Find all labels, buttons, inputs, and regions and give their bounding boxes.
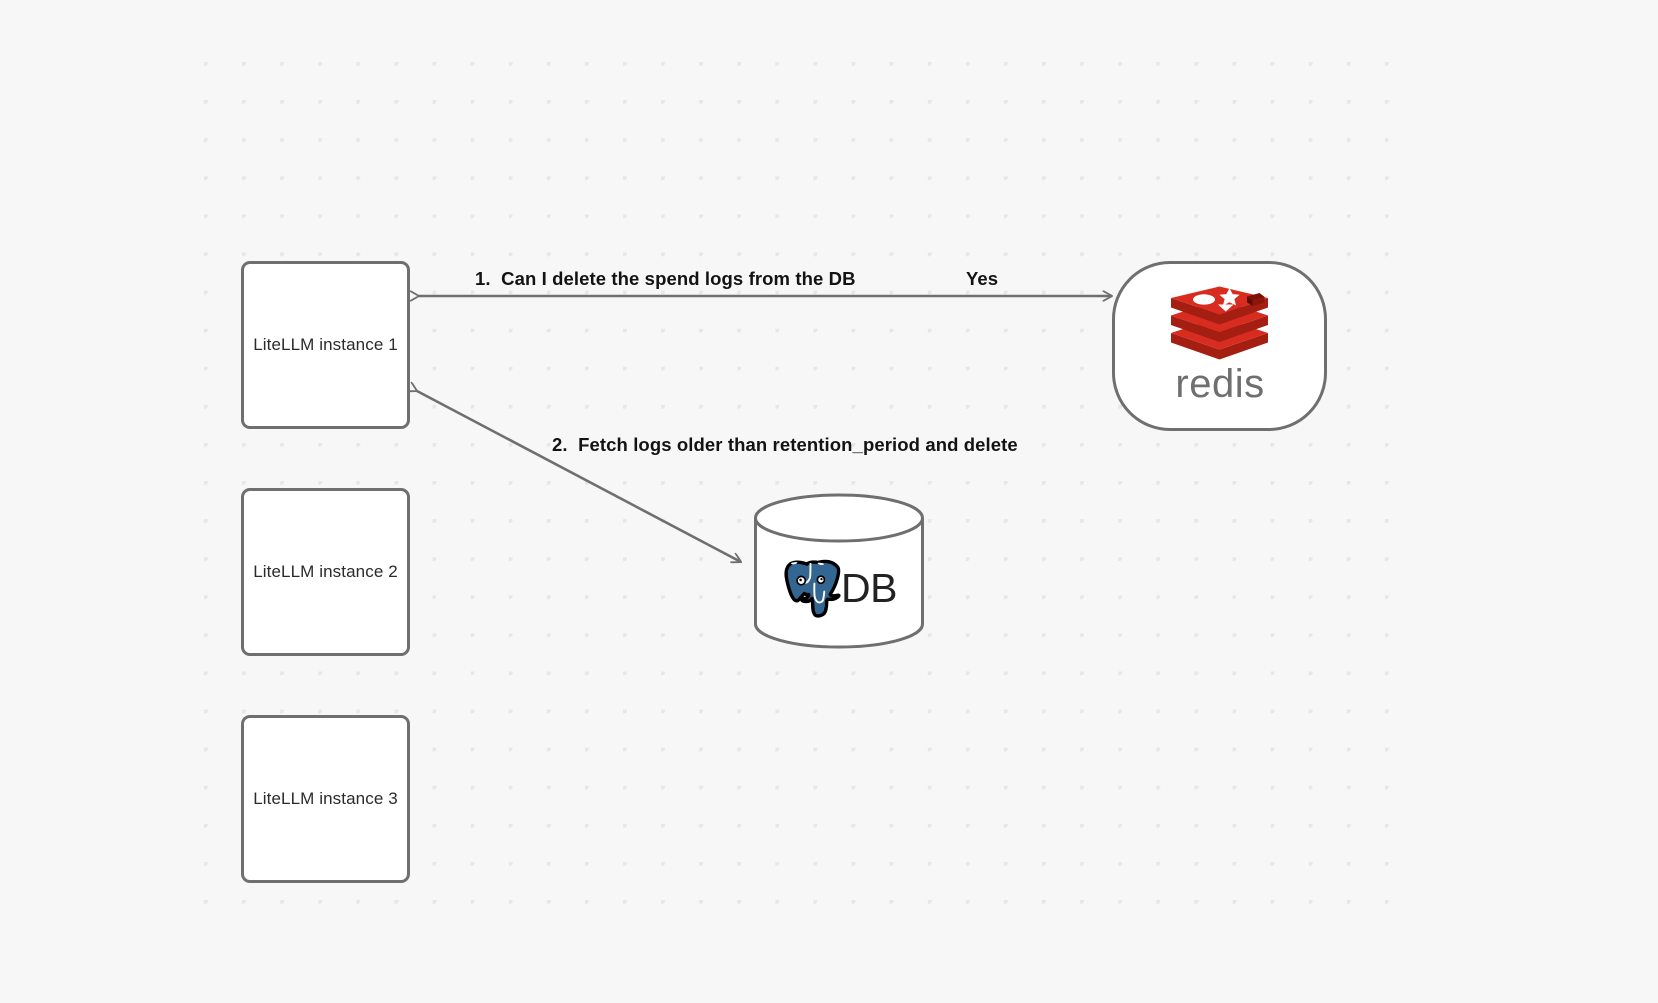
node-redis[interactable]: redis [1112,261,1327,431]
edge-label-step-1: 1. Can I delete the spend logs from the … [475,268,856,289]
cylinder-shape [754,493,924,649]
redis-logo-icon [1171,286,1268,359]
edge-label-step-2: 2. Fetch logs older than retention_perio… [552,434,1018,455]
node-litellm-instance-1[interactable]: LiteLLM instance 1 [241,261,410,429]
redis-wordmark: redis [1175,364,1264,406]
node-label: LiteLLM instance 2 [253,562,398,581]
node-label: LiteLLM instance 3 [253,789,398,808]
node-litellm-instance-2[interactable]: LiteLLM instance 2 [241,488,410,656]
node-label: LiteLLM instance 1 [253,335,398,354]
postgresql-elephant-icon [784,559,841,618]
node-database[interactable]: DB [753,493,925,649]
edge-label-yes: Yes [966,268,999,289]
redis-brand-lockup: redis [1164,285,1276,406]
db-label: DB [841,564,897,611]
node-litellm-instance-3[interactable]: LiteLLM instance 3 [241,715,410,883]
svg-text:redis: redis [1175,364,1264,406]
edge-db-litellm1 [417,391,741,562]
db-brand-lockup: DB [753,545,925,631]
